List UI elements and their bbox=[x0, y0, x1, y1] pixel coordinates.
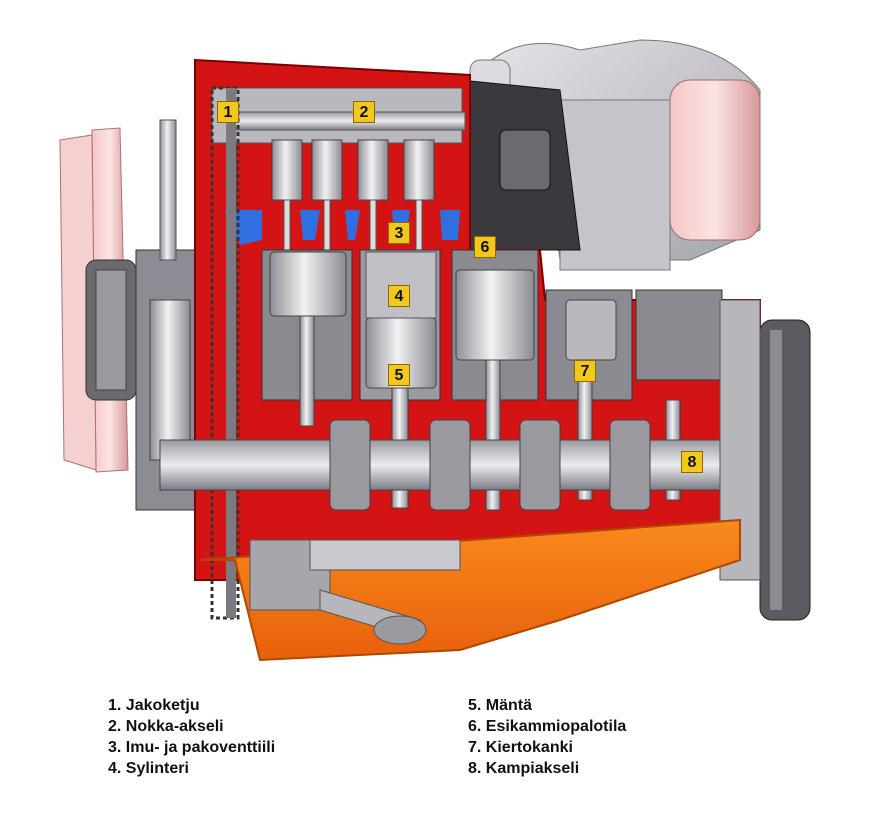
legend-item-6: 6. Esikammiopalotila bbox=[468, 718, 627, 735]
crankshaft bbox=[159, 419, 721, 511]
callout-4: 4 bbox=[388, 285, 410, 307]
timing-chain bbox=[210, 86, 240, 620]
legend-item-3: 3. Imu- ja pakoventtiili bbox=[108, 739, 276, 756]
legend-left: 1. Jakoketju 2. Nokka-akseli 3. Imu- ja … bbox=[108, 695, 275, 779]
callout-2: 2 bbox=[353, 101, 375, 123]
callout-7: 7 bbox=[574, 360, 596, 382]
legend-item-2: 2. Nokka-akseli bbox=[108, 718, 224, 735]
legend-item-1: 1. Jakoketju bbox=[108, 697, 200, 714]
fan bbox=[59, 127, 137, 473]
legend-item-8: 8. Kampiakseli bbox=[468, 760, 580, 777]
air-intake-housing bbox=[469, 39, 761, 271]
legend-item-5: 5. Mäntä bbox=[468, 697, 533, 714]
callout-6: 6 bbox=[474, 236, 496, 258]
engine-cutaway-illustration bbox=[59, 39, 811, 662]
legend-item-7: 7. Kiertokanki bbox=[468, 739, 573, 756]
callout-3: 3 bbox=[388, 222, 410, 244]
oil-pump bbox=[249, 539, 461, 645]
legend-right: 5. Mäntä 6. Esikammiopalotila 7. Kiertok… bbox=[468, 695, 626, 779]
legend-item-4: 4. Sylinteri bbox=[108, 760, 189, 777]
callout-8: 8 bbox=[681, 451, 703, 473]
valve-train bbox=[271, 139, 435, 251]
callout-5: 5 bbox=[388, 364, 410, 386]
camshaft bbox=[229, 111, 466, 131]
front-pulleys bbox=[135, 119, 197, 511]
callout-1: 1 bbox=[217, 101, 239, 123]
pistons bbox=[269, 251, 617, 389]
flywheel bbox=[719, 299, 811, 621]
injector-pump bbox=[499, 129, 551, 191]
